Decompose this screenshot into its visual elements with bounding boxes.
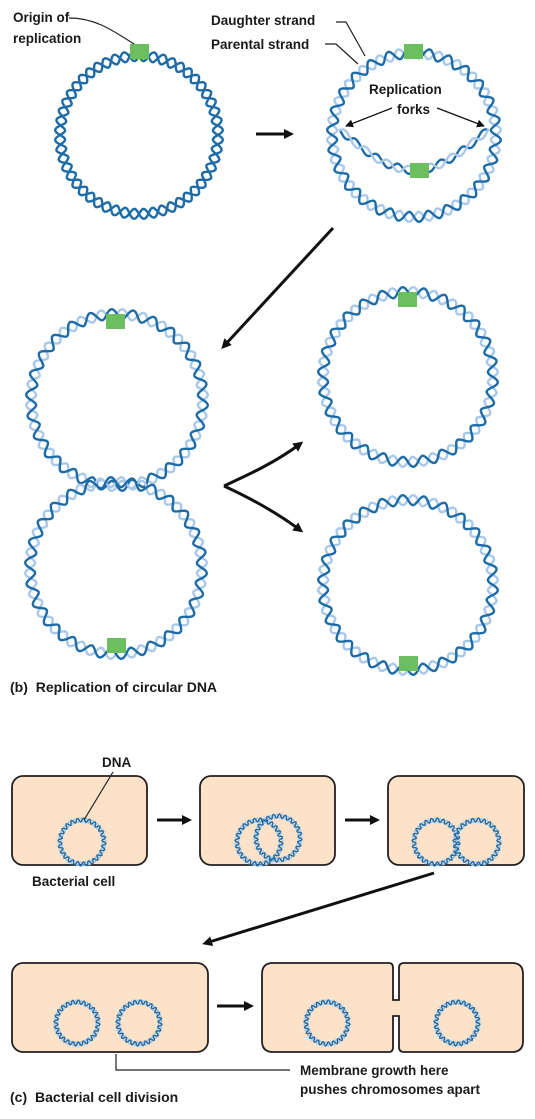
arrow-cell3-to-cell4 — [202, 871, 435, 947]
fork-pointer-right — [436, 107, 485, 128]
cell1-dna — [57, 817, 107, 867]
bacterial-cell-label: Bacterial cell — [32, 874, 115, 889]
origin-box-stage2-bottom — [410, 163, 429, 178]
origin-box-stage3-bottom — [107, 638, 126, 653]
origin-box-stage3-top — [106, 314, 125, 329]
parental-strand-line — [24, 307, 210, 493]
arrow-stage3-to-stage4-top — [223, 441, 304, 488]
parental-strand-line — [316, 285, 500, 469]
bacterial-cell-4 — [11, 962, 209, 1053]
caption-b: (b) Replication of circular DNA — [10, 679, 217, 695]
cell3-dna — [411, 817, 502, 867]
dna-leader — [83, 771, 114, 821]
dividing-cell-5 — [261, 962, 524, 1053]
dna-label: DNA — [102, 755, 131, 770]
parental-strand-label: Parental strand — [211, 37, 309, 52]
origin-box-stage1 — [130, 44, 149, 59]
panel-c: DNA Bacterial cell Membrane growth here … — [10, 755, 525, 1105]
membrane-label-line2: pushes chromosomes apart — [300, 1082, 481, 1097]
parental-strand-line — [325, 46, 503, 224]
dna-figure-eight-stage3 — [23, 307, 210, 661]
origin-leader-line — [68, 17, 135, 45]
arrow-stage3-to-stage4-bottom — [223, 484, 304, 533]
parental-strand-line — [23, 475, 209, 661]
dna-circle-stage2 — [325, 46, 503, 224]
parental-strand-line — [316, 493, 500, 677]
parental-strand-line — [303, 999, 351, 1047]
origin-box-stage4-top — [398, 292, 417, 307]
cell5-dna — [303, 999, 481, 1047]
dna-circle-stage4-top — [316, 285, 500, 469]
replication-forks-label-line1: Replication — [369, 82, 442, 97]
parental-strand-line — [452, 817, 502, 867]
fork-pointer-left — [345, 107, 393, 128]
cell4-dna — [53, 999, 163, 1047]
bacterial-cell-3 — [387, 775, 525, 866]
parental-strand-leader — [325, 43, 359, 65]
cell2-dna — [234, 813, 303, 867]
origin-label-line1: Origin of — [13, 10, 70, 25]
origin-box-stage4-bottom — [399, 656, 418, 671]
daughter-strand-leader — [336, 21, 366, 57]
parental-strand-line — [253, 813, 303, 863]
caption-c-letter: (c) — [10, 1089, 27, 1105]
origin-box-stage2-top — [404, 44, 423, 59]
dna-circle-stage4-bottom — [316, 493, 500, 677]
membrane-leader — [115, 1054, 290, 1071]
parental-strand-line — [57, 817, 107, 867]
panel-b: Origin of replication Daughter strand Pa… — [10, 10, 503, 695]
caption-c-text: Bacterial cell division — [35, 1089, 178, 1105]
daughter-strand-label: Daughter strand — [211, 13, 315, 28]
parental-strand-line — [115, 999, 163, 1047]
parental-strand-line — [53, 999, 101, 1047]
caption-b-letter: (b) — [10, 679, 28, 695]
parental-strand-line — [433, 999, 481, 1047]
arrow-stage2-to-stage3 — [221, 226, 335, 349]
replication-forks-label-line2: forks — [397, 102, 430, 117]
dna-circle-stage1 — [53, 49, 225, 221]
parental-strand-line — [411, 817, 461, 867]
caption-c: (c) Bacterial cell division — [10, 1089, 178, 1105]
membrane-label-line1: Membrane growth here — [300, 1063, 449, 1078]
parental-strand-line — [53, 49, 225, 221]
caption-b-text: Replication of circular DNA — [36, 679, 217, 695]
origin-label-line2: replication — [13, 31, 81, 46]
